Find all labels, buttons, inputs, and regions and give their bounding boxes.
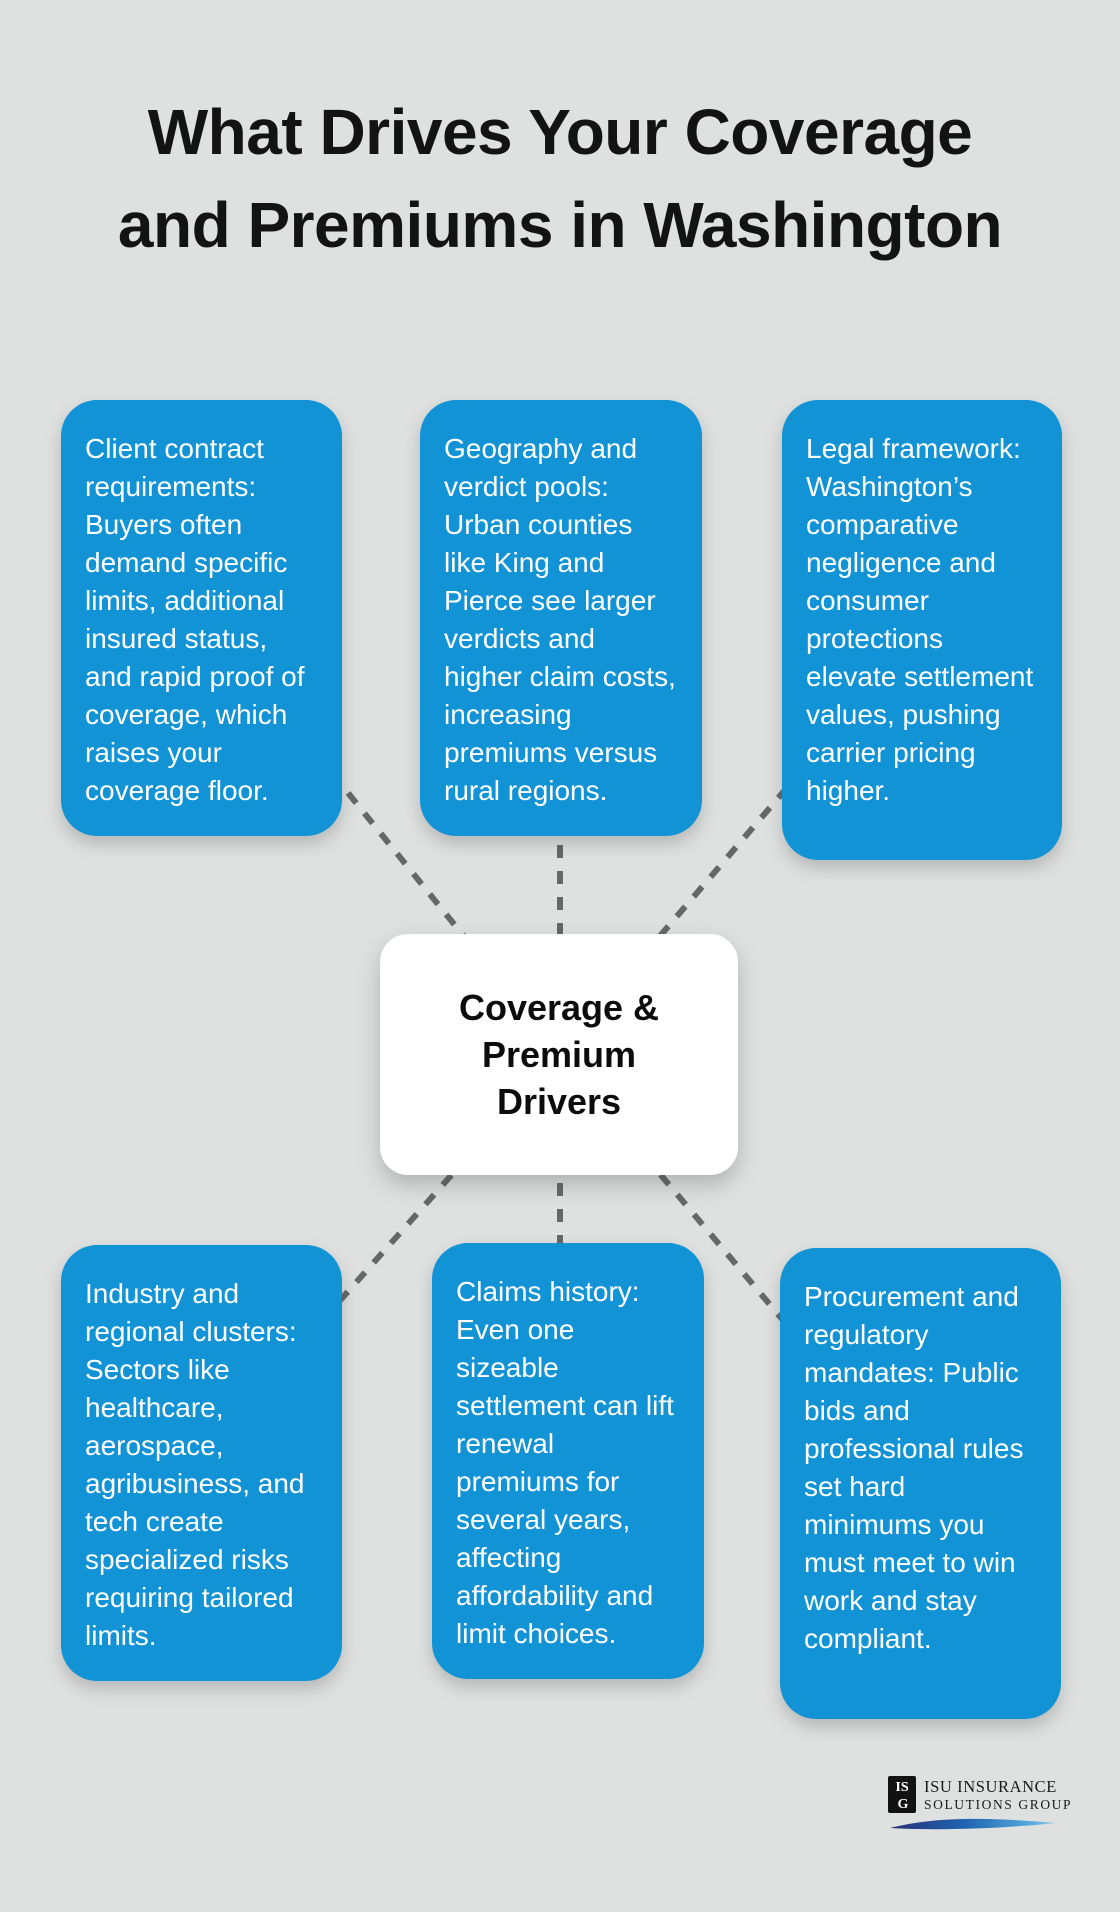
driver-node-legal-framework: Legal framework: Washington’s comparativ… [782,400,1062,860]
logo-name-line-1: ISU INSURANCE [924,1776,1057,1796]
driver-node-text: Claims history: Even one sizeable settle… [456,1276,674,1649]
center-node-line-2: Premium [481,1034,637,1075]
page-title-line-2: and Premiums in Washington [117,189,1003,261]
isg-monogram-icon: IS G [888,1776,916,1813]
logo-row: IS G ISU INSURANCE SOLUTIONS GROUP [888,1776,1071,1813]
driver-node-text: Geography and verdict pools: Urban count… [444,433,676,806]
driver-node-text: Procurement and regulatory mandates: Pub… [804,1281,1024,1654]
svg-text:G: G [898,1797,909,1812]
logo-name-line-2: SOLUTIONS GROUP [924,1796,1073,1812]
center-node-coverage-premium-drivers: Coverage & Premium Drivers [380,934,738,1175]
center-node-line-1: Coverage & [458,987,660,1028]
driver-node-client-contract-requirements: Client contract requirements: Buyers oft… [61,400,342,836]
driver-node-text: Industry and regional clusters: Sectors … [85,1278,305,1651]
driver-node-geography-verdict-pools: Geography and verdict pools: Urban count… [420,400,702,836]
page-title: What Drives Your Coverage and Premiums i… [0,86,1120,272]
driver-node-industry-regional-clusters: Industry and regional clusters: Sectors … [61,1245,342,1681]
svg-text:IS: IS [895,1780,908,1795]
center-node-line-3: Drivers [496,1081,622,1122]
isu-insurance-solutions-group-logo: IS G ISU INSURANCE SOLUTIONS GROUP [888,1776,1071,1833]
driver-node-claims-history: Claims history: Even one sizeable settle… [432,1243,704,1679]
page-title-line-1: What Drives Your Coverage [147,96,973,168]
driver-node-procurement-regulatory-mandates: Procurement and regulatory mandates: Pub… [780,1248,1061,1719]
logo-text: ISU INSURANCE SOLUTIONS GROUP [924,1777,1072,1813]
logo-swoosh-icon [890,1818,1056,1830]
driver-node-text: Client contract requirements: Buyers oft… [85,433,305,806]
driver-node-text: Legal framework: Washington’s comparativ… [806,433,1034,806]
